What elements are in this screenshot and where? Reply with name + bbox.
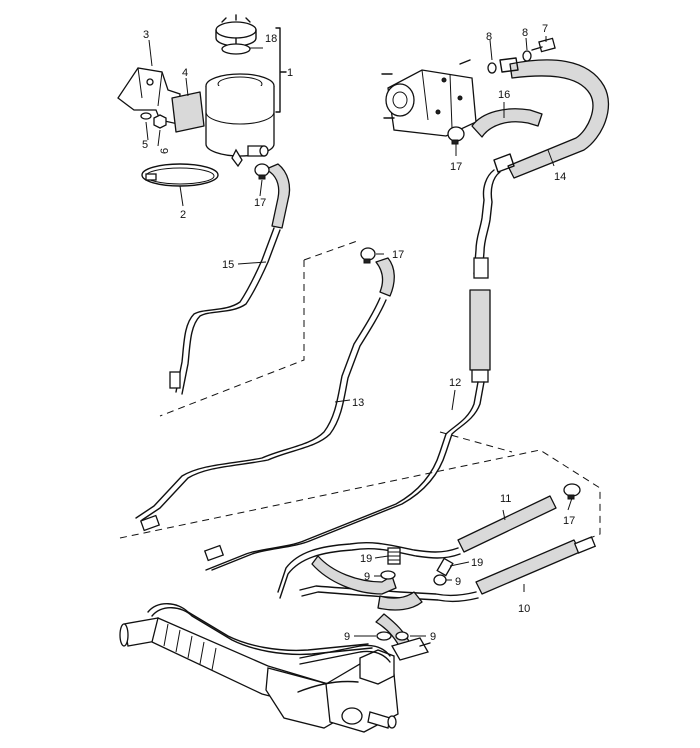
callout-7: 7	[542, 23, 548, 35]
reservoir-bracket-line	[275, 27, 287, 113]
line-fitting	[471, 369, 489, 383]
sealing-washer-a	[380, 570, 396, 580]
hose-section-10	[475, 539, 581, 595]
sealing-washer-d	[395, 631, 409, 641]
callout-9-b: 9	[455, 576, 461, 588]
sealing-washer-b	[433, 574, 447, 586]
callout-9-d: 9	[430, 631, 436, 643]
hose-clamp-band	[141, 163, 219, 187]
callout-9-c: 9	[344, 631, 350, 643]
leader-lines	[145, 36, 573, 637]
reservoir-seal-ring	[221, 43, 251, 55]
assembly-dash-rack	[119, 449, 601, 539]
return-line-fitting	[169, 371, 181, 389]
callout-8-right: 8	[522, 27, 528, 39]
banjo-bolt-right	[436, 557, 454, 577]
return-line-rigid	[181, 229, 281, 395]
line-11-lower	[279, 547, 461, 599]
assembly-dash-lower	[439, 431, 513, 453]
steering-rack	[119, 603, 431, 733]
return-line-middle	[141, 299, 387, 521]
callout-19-left: 19	[360, 553, 372, 565]
hose-clamp-reservoir	[254, 163, 270, 180]
washer	[140, 112, 152, 120]
callout-18: 18	[265, 33, 277, 45]
reservoir-cap	[215, 14, 257, 51]
callout-14: 14	[554, 171, 566, 183]
callout-5: 5	[142, 139, 148, 151]
pressure-line-lower	[211, 381, 485, 571]
steering-pump	[381, 59, 477, 137]
rack-hose-upper	[311, 555, 397, 595]
callout-12: 12	[449, 377, 461, 389]
hose-clamp-pump	[447, 126, 465, 145]
callout-11: 11	[500, 493, 511, 505]
line-10-lower	[299, 585, 477, 597]
callout-10: 10	[518, 603, 530, 615]
callout-15: 15	[222, 259, 234, 271]
callout-16: 16	[498, 89, 510, 101]
assembly-dash-left	[159, 239, 361, 417]
callout-9-a: 9	[364, 571, 370, 583]
hose-clamp-middle	[360, 247, 376, 264]
callout-17-rack: 17	[563, 515, 575, 527]
callout-4: 4	[182, 67, 188, 79]
pressure-line-lower	[205, 381, 479, 571]
hose-10-fitting	[573, 536, 597, 554]
reservoir-bracket	[117, 67, 181, 125]
hose-section-12	[469, 289, 491, 371]
callout-8-pump: 8	[486, 31, 492, 43]
line-11-lower	[277, 541, 459, 593]
return-hose-middle	[375, 257, 395, 297]
hose-clamp-rack	[563, 483, 581, 500]
mounting-strap-pad	[171, 91, 205, 133]
suction-hose-pump	[471, 108, 543, 138]
sealing-washer-pump	[487, 62, 497, 74]
callout-13: 13	[352, 397, 364, 409]
callout-19-right: 19	[471, 557, 483, 569]
sealing-washer-c	[376, 631, 392, 641]
line-fitting	[473, 257, 489, 279]
pump-banjo-bolt	[531, 37, 556, 53]
banjo-bolt-left	[387, 547, 401, 565]
pressure-hose-fitting	[493, 57, 519, 173]
callout-17-middle: 17	[392, 249, 404, 261]
callout-17-reservoir: 17	[254, 197, 266, 209]
pressure-hose-upper	[507, 59, 610, 179]
callout-1: 1	[287, 67, 293, 79]
return-hose-reservoir	[263, 163, 291, 229]
return-line-end	[139, 514, 161, 532]
callout-6: 6	[159, 148, 171, 154]
return-line-rigid	[175, 227, 275, 393]
line-end-fitting	[203, 544, 225, 562]
return-line-middle	[135, 297, 381, 519]
callout-3: 3	[143, 29, 149, 41]
hose-section-11	[457, 495, 557, 553]
callout-2: 2	[180, 209, 186, 221]
hex-nut	[153, 114, 167, 129]
callout-17-pump: 17	[450, 161, 462, 173]
fluid-reservoir	[205, 73, 275, 168]
pressure-line-rigid	[473, 169, 495, 275]
pressure-line-rigid	[481, 171, 501, 277]
rack-hose-lower	[377, 591, 423, 611]
sealing-washer-upper-right	[522, 50, 532, 62]
